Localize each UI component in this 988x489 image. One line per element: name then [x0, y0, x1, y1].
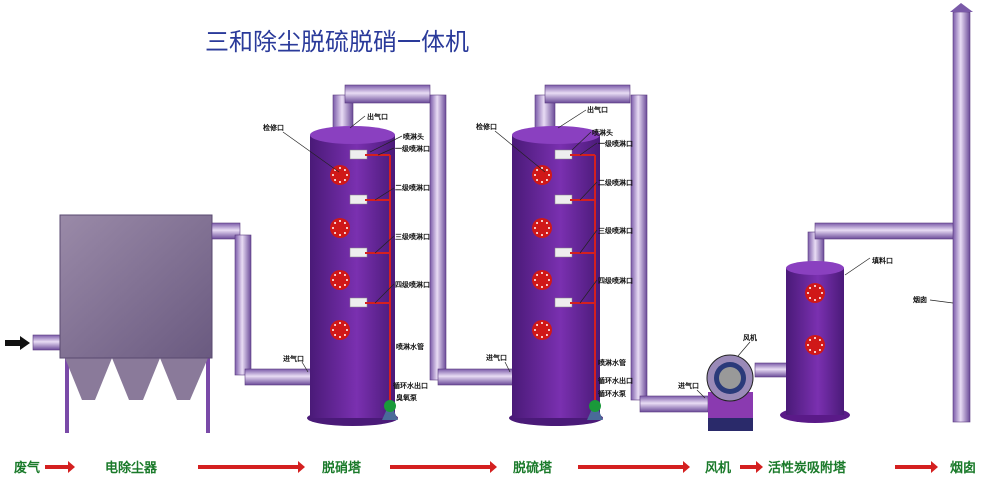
spray-head-icon — [554, 247, 573, 258]
spray-head-icon — [554, 149, 573, 160]
flow-denitration: 脱硝塔 — [322, 460, 362, 476]
arrow-head-icon — [68, 461, 75, 473]
label-pump: 循环水泵 — [598, 389, 626, 398]
label-spray1: 一级喷淋口 — [598, 139, 633, 148]
chimney — [952, 11, 971, 423]
leader-line — [504, 361, 511, 373]
electrostatic-precipitator — [32, 214, 213, 433]
desulfurization-labels: 检修口 出气口 喷淋头 一级喷淋口 二级喷淋口 三级喷淋口 四级喷淋口 喷淋水管… — [476, 105, 633, 398]
label-inlet: 进气口 — [486, 353, 507, 362]
inlet-arrow-icon — [5, 336, 30, 350]
pump-icon — [384, 400, 396, 412]
flow-arrow — [198, 465, 299, 469]
leader-line — [377, 147, 395, 156]
label-outlet: 出气口 — [587, 105, 608, 114]
label-spray-head: 喷淋头 — [592, 128, 613, 137]
label-spray-pipe: 喷淋水管 — [396, 342, 424, 351]
label-spray2: 二级喷淋口 — [598, 178, 633, 187]
label-fan: 风机 — [743, 333, 757, 342]
label-spray-head: 喷淋头 — [403, 132, 424, 141]
spray-head-icon — [349, 247, 368, 258]
label-outlet: 出气口 — [367, 112, 388, 121]
flow-adsorption: 活性炭吸附塔 — [768, 460, 847, 476]
leader-line — [374, 187, 395, 201]
flow-arrow — [740, 465, 757, 469]
label-spray3: 三级喷淋口 — [395, 232, 430, 241]
leader-line — [579, 279, 598, 304]
flow-fan: 风机 — [705, 460, 731, 476]
pipework — [211, 3, 973, 423]
spray-head-icon — [554, 297, 573, 308]
arrow-head-icon — [931, 461, 938, 473]
flow-arrow — [895, 465, 932, 469]
spray-head-icon — [349, 297, 368, 308]
label-circ-outlet: 循环水出口 — [393, 381, 428, 390]
leader-line — [374, 235, 395, 254]
denitration-tower — [307, 126, 398, 426]
diagram-title: 三和除尘脱硫脱硝一体机 — [205, 28, 469, 56]
label-spray1: 一级喷淋口 — [395, 144, 430, 153]
spray-head-icon — [349, 194, 368, 205]
label-fill-port: 填料口 — [872, 256, 893, 265]
fan — [706, 354, 754, 431]
label-inlet: 进气口 — [283, 354, 304, 363]
label-circ-outlet: 循环水出口 — [598, 376, 633, 385]
label-chimney: 烟囱 — [913, 295, 927, 304]
flow-desulfurization: 脱硫塔 — [513, 460, 553, 476]
leader-line — [349, 115, 366, 129]
leader-line — [374, 283, 395, 304]
leader-line — [557, 109, 587, 129]
pump-icon — [589, 400, 601, 412]
label-inspection: 检修口 — [476, 122, 497, 131]
desulfurization-tower — [509, 126, 603, 426]
label-spray4: 四级喷淋口 — [395, 280, 430, 289]
arrow-head-icon — [490, 461, 497, 473]
leader-line — [844, 257, 871, 276]
leader-line — [696, 389, 706, 399]
label-spray3: 三级喷淋口 — [598, 226, 633, 235]
spray-head-icon — [349, 149, 368, 160]
leader-line — [301, 361, 309, 373]
leader-line — [579, 229, 598, 254]
leader-line — [737, 341, 751, 357]
label-spray4: 四级喷淋口 — [598, 276, 633, 285]
leader-line — [494, 130, 546, 173]
leader-line — [929, 299, 954, 304]
leader-line — [571, 131, 592, 151]
leader-line — [579, 181, 598, 201]
arrow-head-icon — [298, 461, 305, 473]
process-flow: 废气 电除尘器 脱硝塔 脱硫塔 风机 活性炭吸附塔 烟囱 — [14, 460, 976, 476]
label-pump: 臭氧泵 — [396, 393, 417, 402]
flow-chimney: 烟囱 — [950, 460, 976, 476]
label-inspection: 检修口 — [263, 123, 284, 132]
label-spray-pipe: 喷淋水管 — [598, 358, 626, 367]
leader-line — [282, 131, 340, 173]
label-fan-inlet: 进气口 — [678, 381, 699, 390]
flow-arrow — [578, 465, 684, 469]
arrow-head-icon — [683, 461, 690, 473]
activated-carbon-tower — [780, 261, 850, 423]
flow-waste-gas: 废气 — [14, 460, 40, 476]
spray-head-icon — [554, 194, 573, 205]
flow-arrow — [390, 465, 491, 469]
leader-line — [369, 135, 403, 153]
label-spray2: 二级喷淋口 — [395, 183, 430, 192]
flow-precipitator: 电除尘器 — [105, 460, 158, 476]
leader-line — [579, 142, 598, 156]
flow-arrow — [45, 465, 69, 469]
arrow-head-icon — [756, 461, 763, 473]
denitration-labels: 检修口 出气口 喷淋头 一级喷淋口 二级喷淋口 三级喷淋口 四级喷淋口 喷淋水管… — [263, 112, 430, 402]
